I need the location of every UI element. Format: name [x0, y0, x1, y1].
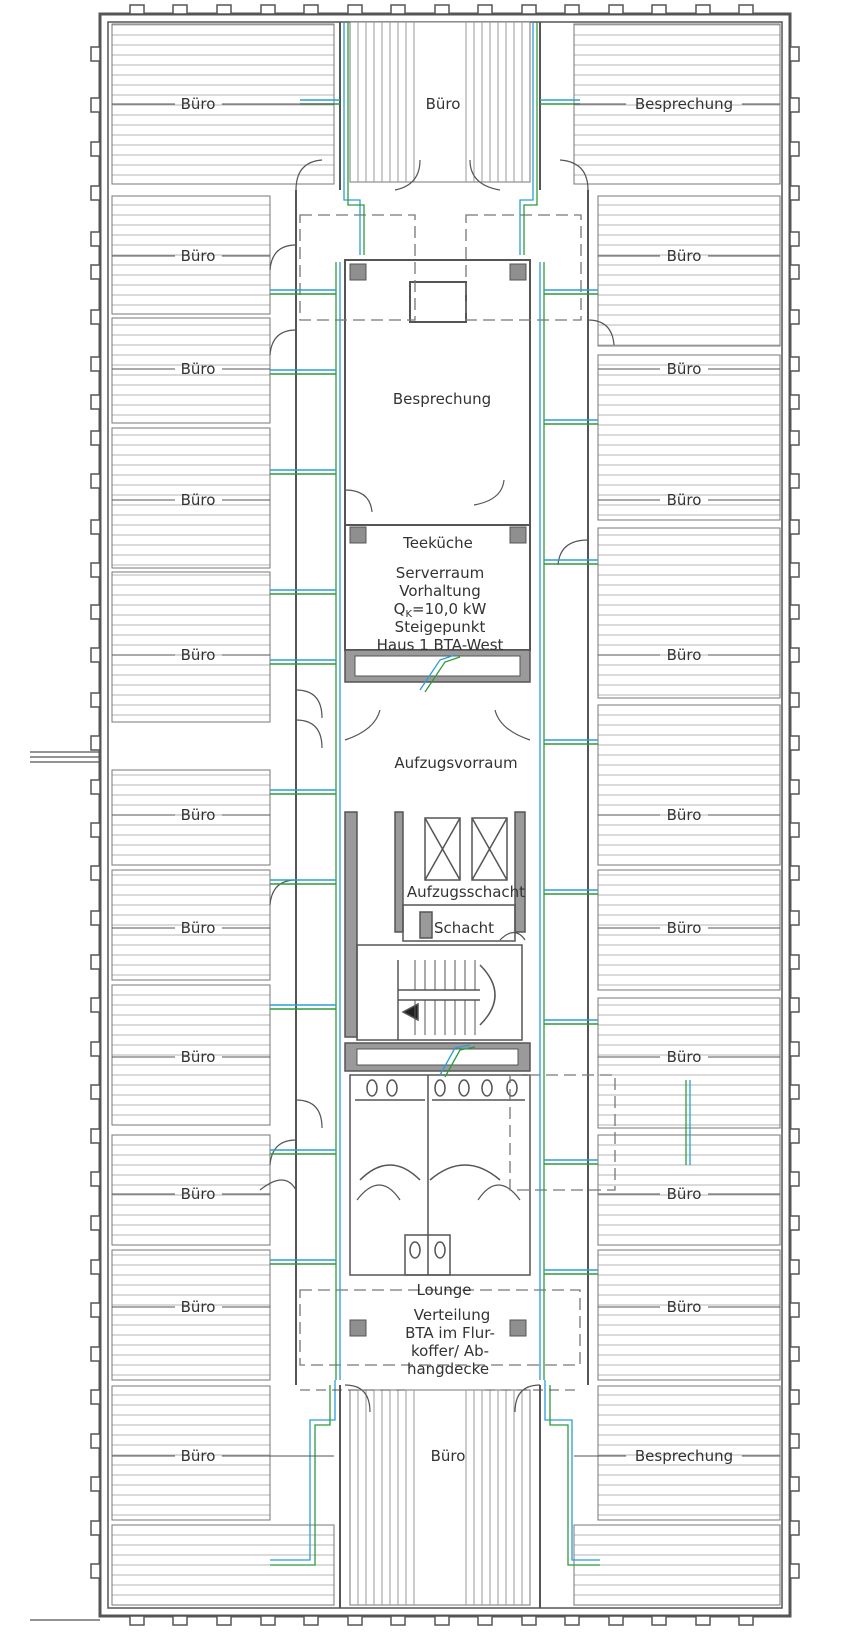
room-label-buero: Büro	[181, 1048, 216, 1066]
room-label-besprechung: Besprechung	[393, 390, 491, 408]
stair-core	[356, 904, 523, 1041]
room-label-buero: Büro	[181, 1298, 216, 1316]
room-label-buero: Büro	[426, 95, 461, 113]
room-label-buero: Büro	[667, 1048, 702, 1066]
heating-areas-left	[111, 23, 335, 1606]
corridor-walls	[295, 22, 589, 1608]
room-label-buero: Büro	[181, 1185, 216, 1203]
cooling-load-value: =10,0 kW	[412, 600, 486, 618]
server-line-3: QK=10,0 kW	[394, 600, 487, 620]
shaft-bars	[344, 649, 531, 1072]
room-label-buero: Büro	[181, 360, 216, 378]
room-label-buero: Büro	[667, 247, 702, 265]
room-label-besprechung: Besprechung	[635, 95, 733, 113]
cooling-load-subscript: K	[405, 609, 412, 620]
room-label-buero: Büro	[181, 491, 216, 509]
cooling-load-symbol: Q	[394, 600, 406, 618]
room-label-buero: Büro	[181, 646, 216, 664]
verteilung-line-1: Verteilung	[414, 1306, 490, 1324]
external-connection-lines	[30, 751, 100, 1621]
room-label-buero: Büro	[667, 806, 702, 824]
room-label-buero: Büro	[181, 247, 216, 265]
verteilung-line-2: BTA im Flur-	[405, 1324, 495, 1342]
room-label-aufzugsschacht: Aufzugsschacht	[407, 883, 525, 901]
columns	[349, 263, 527, 1337]
door-swings	[259, 159, 615, 1413]
verteilung-annotation: Verteilung BTA im Flur- koffer/ Ab- hang…	[405, 1306, 495, 1378]
room-label-buero: Büro	[181, 1447, 216, 1465]
steigepunkt-line-2: Haus 1 BTA-West	[377, 636, 504, 654]
facade-posts-top-bottom	[129, 4, 754, 1626]
room-label-buero: Büro	[431, 1447, 466, 1465]
room-label-besprechung: Besprechung	[635, 1447, 733, 1465]
wc-block	[349, 1074, 531, 1276]
server-line-1: Serverraum	[396, 564, 484, 582]
room-label-buero: Büro	[181, 95, 216, 113]
room-label-buero: Büro	[667, 1185, 702, 1203]
room-label-buero: Büro	[667, 360, 702, 378]
supply-pipes	[270, 22, 691, 1566]
facade-posts	[90, 46, 800, 1579]
server-line-2: Vorhaltung	[399, 582, 480, 600]
room-label-teekueche: Teeküche	[402, 534, 473, 552]
room-labels: Büro Büro Besprechung Büro Büro Büro Bür…	[181, 95, 734, 1465]
heating-areas-right	[573, 23, 781, 1606]
stair-treads	[414, 960, 476, 1035]
branch-pipes	[270, 99, 598, 1275]
elevator-shafts	[424, 817, 508, 881]
verteilung-line-3: koffer/ Ab-	[411, 1342, 489, 1360]
room-label-buero: Büro	[181, 806, 216, 824]
dashed-zones	[299, 214, 616, 1366]
vertical-heating-lines	[357, 22, 523, 1605]
shaft-bar-inner	[354, 655, 521, 1066]
room-label-lounge: Lounge	[416, 1281, 471, 1299]
heating-areas-middle	[349, 21, 531, 1606]
room-label-buero: Büro	[667, 1298, 702, 1316]
room-label-buero: Büro	[667, 919, 702, 937]
room-label-buero: Büro	[667, 646, 702, 664]
room-label-buero: Büro	[667, 491, 702, 509]
room-label-schacht: Schacht	[434, 919, 494, 937]
server-annotation: Serverraum Vorhaltung QK=10,0 kW Steigep…	[377, 564, 504, 654]
room-label-buero: Büro	[181, 919, 216, 937]
room-label-aufzugsvorraum: Aufzugsvorraum	[394, 754, 517, 772]
steigepunkt-line-1: Steigepunkt	[395, 618, 486, 636]
label-leaders	[112, 103, 780, 1457]
verteilung-line-4: hangdecke	[407, 1360, 489, 1378]
